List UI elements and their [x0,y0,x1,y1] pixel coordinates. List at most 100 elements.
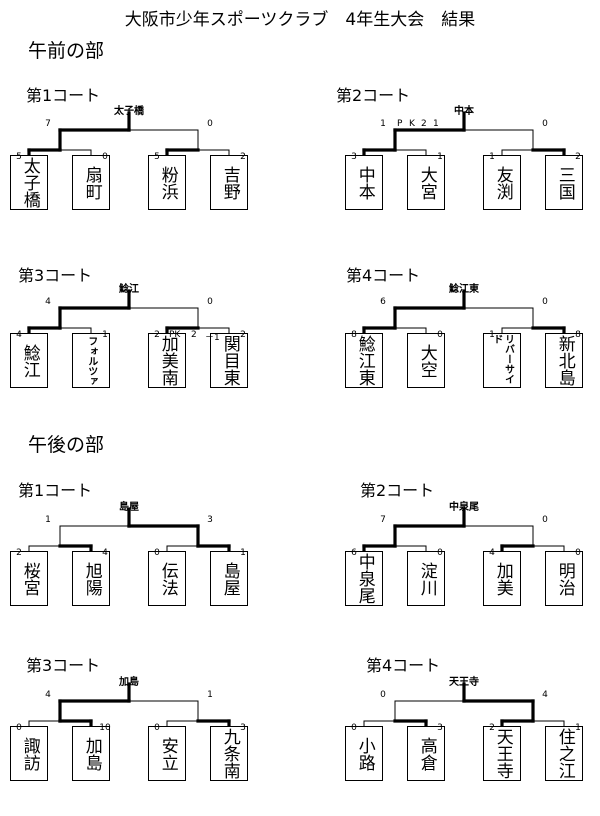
pk-note: 2 [421,119,427,129]
team-name: 粉浜 [157,165,178,200]
team-box: 天王寺 [483,726,521,781]
round1-score: 1 [489,152,495,162]
team-name: 明治 [554,561,575,596]
team-box: 中泉尾 [345,551,383,606]
team-box: 大空 [407,333,445,388]
final-score: 4 [45,690,51,700]
round1-score: 6 [351,548,357,558]
team-box: 関目東 [210,333,248,388]
final-score: 0 [207,297,213,307]
round1-score: 2 [240,152,246,162]
final-score: 6 [380,297,386,307]
team-name: 鯰江 [19,343,40,378]
team-box: 島屋 [210,551,248,606]
team-box: 諏訪 [10,726,48,781]
final-score: 7 [45,119,51,129]
final-score: 0 [542,297,548,307]
team-name: 太子橋 [19,157,40,208]
final-score: 7 [380,515,386,525]
round1-score: 2 [240,330,246,340]
final-score: 0 [542,515,548,525]
team-name: 中本 [354,165,375,200]
team-name: 諏訪 [19,736,40,771]
court-winner: 中泉尾 [449,502,479,513]
final-score: 1 [45,515,51,525]
round1-score: 5 [16,152,22,162]
round1-score: 0 [102,152,108,162]
page-title: 大阪市少年スポーツクラブ 4年生大会 結果 [124,10,476,30]
team-box: 新北島 [545,333,583,388]
team-name: 大宮 [416,165,437,200]
team-name: 大空 [416,343,437,378]
final-score: 3 [207,515,213,525]
pk-note: PK [169,330,181,340]
round1-score: 3 [437,723,443,733]
team-name: 関目東 [219,335,240,386]
round1-score: 4 [16,330,22,340]
court-label: 第4コート [366,656,441,675]
round1-score: 2 [154,330,160,340]
team-box: 太子橋 [10,155,48,210]
team-name: 鯰江東 [354,335,375,386]
team-name: 加美南 [157,335,178,386]
round1-score: 10 [99,723,111,733]
team-box: 九条南 [210,726,248,781]
final-score: 1 [380,119,386,129]
team-name: 加美 [492,561,513,596]
team-box: 中本 [345,155,383,210]
round1-score: 3 [351,152,357,162]
team-box: 大宮 [407,155,445,210]
court-label: 第3コート [18,266,93,285]
team-box: 淀川 [407,551,445,606]
court-label: 第4コート [346,266,421,285]
team-box: 伝法 [148,551,186,606]
round1-score: 0 [351,723,357,733]
pk-note: 2 [191,330,197,340]
final-score: 0 [207,119,213,129]
team-name: 淀川 [416,561,437,596]
team-box: 桜宮 [10,551,48,606]
round1-score: 1 [575,723,581,733]
team-box: 小路 [345,726,383,781]
team-name: 桜宮 [19,561,40,596]
team-name: 九条南 [219,728,240,779]
round1-score: 0 [154,548,160,558]
team-box: リバーサイド [483,333,521,388]
round1-score: 0 [437,548,443,558]
pk-note: K [409,119,415,129]
session-morning-label: 午前の部 [28,40,105,62]
team-box: 旭陽 [72,551,110,606]
team-name: 扇町 [81,165,102,200]
team-name: リバーサイド [491,334,514,384]
round1-score: 1 [437,152,443,162]
team-box: 友渕 [483,155,521,210]
team-box: 安立 [148,726,186,781]
court-winner: 中本 [454,106,474,117]
team-name: 吉野 [219,165,240,200]
team-name: 友渕 [492,165,513,200]
round1-score: 4 [489,548,495,558]
court-label: 第3コート [26,656,101,675]
court-label: 第2コート [336,86,411,105]
court-winner: 島屋 [119,502,139,513]
court-label: 第1コート [18,481,93,500]
final-score: 4 [542,690,548,700]
team-box: 住之江 [545,726,583,781]
round1-score: 2 [575,152,581,162]
round1-score: 0 [154,723,160,733]
team-box: 加美 [483,551,521,606]
round1-score: 8 [351,330,357,340]
final-score: 4 [45,297,51,307]
round1-score: 5 [154,152,160,162]
team-name: 天王寺 [492,728,513,779]
team-name: 住之江 [554,728,575,779]
team-name: 安立 [157,736,178,771]
round1-score: 0 [575,548,581,558]
team-box: 鯰江 [10,333,48,388]
team-name: 加島 [81,736,102,771]
team-box: 鯰江東 [345,333,383,388]
round1-score: 1 [240,548,246,558]
team-name: 中泉尾 [354,553,375,604]
final-score: 0 [542,119,548,129]
